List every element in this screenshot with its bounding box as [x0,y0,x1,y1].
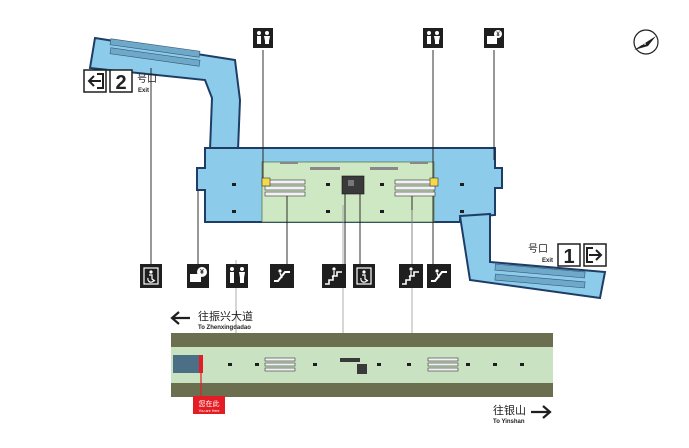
escalator-icon [427,264,451,288]
svg-text:¥: ¥ [200,269,204,276]
exit-1-label-en: Exit [542,258,553,264]
exit-2-number: 2 [115,72,126,94]
you-are-here-en: You are Here [198,409,219,413]
platform-pillars [228,363,524,366]
right-arrow-icon [531,405,552,419]
exit-right-arrow-icon [586,247,603,263]
platform-stairs-center [340,358,367,374]
restroom-icon [423,28,443,48]
exit-2-label-cn: 号口 [137,73,157,85]
you-are-here-marker: 您在此 You are Here [193,355,225,414]
track-south [171,383,553,397]
direction-east-en: To Yinshan [493,419,525,425]
compass-label: N [642,41,646,47]
accessible-elevator-icon [353,264,375,288]
you-are-here-cn: 您在此 [199,399,220,408]
exit-2-escalators [109,38,201,67]
direction-west: 往振兴大道 To Zhenxingdadao [170,309,253,331]
direction-west-en: To Zhenxingdadao [198,325,251,331]
exit-1-label-cn: 号口 [528,243,548,255]
stairs-icon [322,264,346,288]
platform-end-room [173,355,199,373]
concourse-level [88,36,607,300]
exit-1-escalators [494,263,586,289]
ticket-machine-icon: ¥ [484,28,504,48]
direction-west-cn: 往振兴大道 [198,309,253,323]
exit-2-sign: 2 号口 Exit [83,69,157,94]
exit-2-label-en: Exit [138,88,149,94]
accessible-elevator-icon [140,264,162,288]
stairs-icon [399,264,423,288]
you-are-here-pin [199,355,203,373]
concourse-escalators-west [261,177,306,197]
exit-1-sign: 号口 Exit 1 [528,243,607,268]
fare-gates [280,162,428,170]
concourse-escalators-east [394,177,439,197]
concourse-elevator [341,175,365,195]
platform-level [171,333,553,397]
svg-text:¥: ¥ [496,32,500,38]
concourse-pillars [232,183,464,213]
track-north [171,333,553,347]
restroom-icon [226,264,248,288]
escalator-icon [270,264,294,288]
exit-2-passage [88,36,242,151]
ticket-machine-icon: ¥ [187,264,209,288]
restroom-icon [253,28,273,48]
direction-east-cn: 往银山 [493,403,526,417]
you-are-here-badge [193,396,225,414]
exit-1-number: 1 [563,246,574,268]
platform-escalator-west [264,357,296,372]
north-compass: N [633,29,659,55]
exit-left-arrow-icon [87,73,104,89]
platform-escalator-east [427,357,459,372]
left-arrow-icon [170,311,190,325]
direction-east: 往银山 To Yinshan [493,403,552,425]
